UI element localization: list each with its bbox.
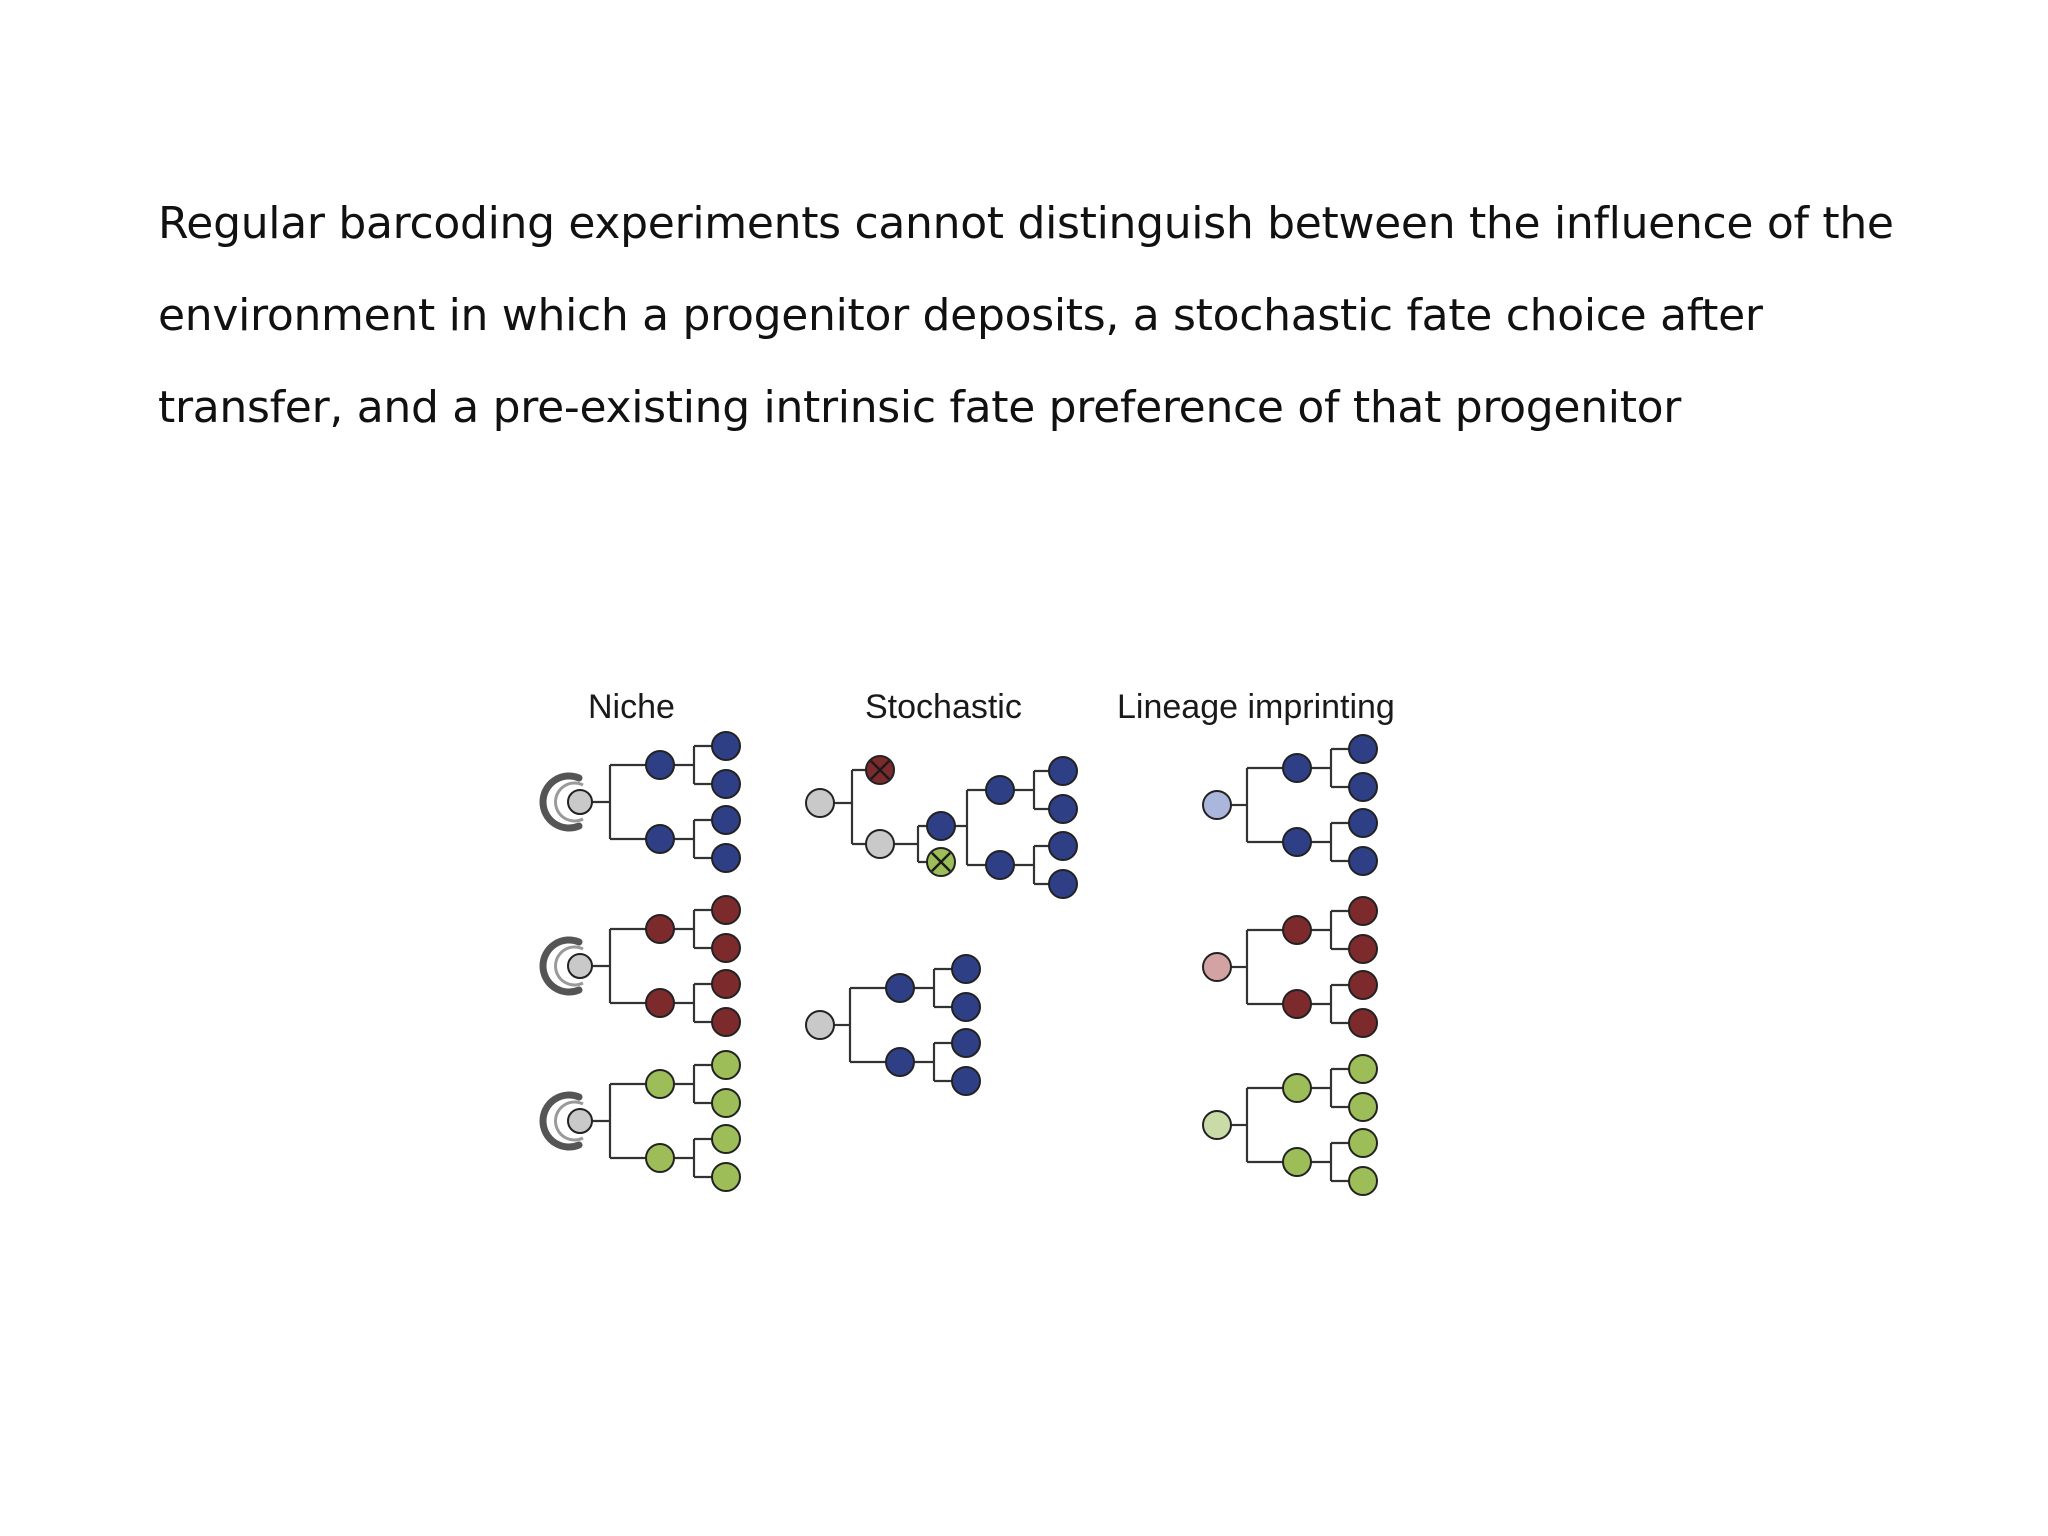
daughter-cell xyxy=(926,811,956,841)
offspring-cell xyxy=(711,1124,741,1154)
daughter-cell xyxy=(1282,1073,1312,1103)
lineage-trees xyxy=(539,731,1378,1196)
panel-label-niche: Niche xyxy=(588,688,675,726)
daughter-cell xyxy=(885,1047,915,1077)
daughter-cell xyxy=(985,850,1015,880)
offspring-cell xyxy=(1048,831,1078,861)
daughter-cell xyxy=(645,750,675,780)
offspring-cell xyxy=(711,769,741,799)
offspring-cell xyxy=(1348,772,1378,802)
offspring-cell xyxy=(1348,846,1378,876)
offspring-cell xyxy=(1348,1128,1378,1158)
paragraph-line-3: transfer, and a pre-existing intrinsic f… xyxy=(158,382,1682,433)
niche-arc-icon xyxy=(554,945,584,987)
cross-mark-icon xyxy=(870,760,890,780)
offspring-cell xyxy=(951,1028,981,1058)
progenitor-cell xyxy=(1202,1110,1232,1140)
daughter-cell xyxy=(985,775,1015,805)
offspring-cell xyxy=(1348,1008,1378,1038)
offspring-cell xyxy=(711,843,741,873)
offspring-cell xyxy=(1048,756,1078,786)
daughter-cell xyxy=(1282,915,1312,945)
offspring-cell xyxy=(1348,1166,1378,1196)
panel-label-lineage-imprinting: Lineage imprinting xyxy=(1117,688,1395,726)
niche-arc-icon xyxy=(539,936,583,996)
panel-label-stochastic: Stochastic xyxy=(865,688,1022,726)
paragraph-line-2: environment in which a progenitor deposi… xyxy=(158,290,1763,341)
niche-arc-icon xyxy=(554,781,584,823)
daughter-cell xyxy=(645,1143,675,1173)
paragraph-line-1: Regular barcoding experiments cannot dis… xyxy=(158,198,1894,249)
offspring-cell xyxy=(1048,869,1078,899)
progenitor-cell xyxy=(805,1010,835,1040)
progenitor-cell xyxy=(1202,790,1232,820)
progenitor-cell xyxy=(567,789,593,815)
offspring-cell xyxy=(711,1088,741,1118)
daughter-cell xyxy=(1282,1147,1312,1177)
offspring-cell xyxy=(1348,934,1378,964)
daughter-cell xyxy=(1282,827,1312,857)
offspring-cell xyxy=(1048,794,1078,824)
progenitor-cell xyxy=(567,953,593,979)
daughter-cell xyxy=(645,824,675,854)
progenitor-cell xyxy=(1202,952,1232,982)
offspring-cell xyxy=(951,1066,981,1096)
offspring-cell xyxy=(711,805,741,835)
offspring-cell xyxy=(711,933,741,963)
progenitor-cell xyxy=(567,1108,593,1134)
daughter-cell xyxy=(1282,753,1312,783)
offspring-cell xyxy=(711,1050,741,1080)
cross-mark-icon xyxy=(931,852,951,872)
offspring-cell xyxy=(711,969,741,999)
offspring-cell xyxy=(951,954,981,984)
daughter-cell xyxy=(645,1069,675,1099)
offspring-cell xyxy=(711,731,741,761)
progenitor-cell xyxy=(805,788,835,818)
offspring-cell xyxy=(711,895,741,925)
intermediate-cell xyxy=(865,829,895,859)
offspring-cell xyxy=(711,1162,741,1192)
daughter-cell xyxy=(885,973,915,1003)
daughter-cell xyxy=(645,988,675,1018)
offspring-cell xyxy=(1348,1092,1378,1122)
niche-arc-icon xyxy=(539,1091,583,1151)
niche-arc-icon xyxy=(539,772,583,832)
daughter-cell xyxy=(645,914,675,944)
offspring-cell xyxy=(1348,970,1378,1000)
niche-arc-icon xyxy=(554,1100,584,1142)
offspring-cell xyxy=(1348,734,1378,764)
daughter-cell xyxy=(1282,989,1312,1019)
offspring-cell xyxy=(1348,1054,1378,1084)
offspring-cell xyxy=(1348,896,1378,926)
offspring-cell xyxy=(711,1007,741,1037)
offspring-cell xyxy=(1348,808,1378,838)
offspring-cell xyxy=(951,992,981,1022)
slide-paragraph: Regular barcoding experiments cannot dis… xyxy=(158,178,1918,454)
